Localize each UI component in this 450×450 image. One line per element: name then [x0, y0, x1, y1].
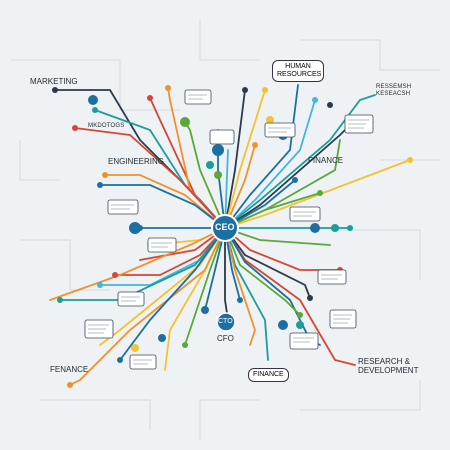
endpoint-dot	[52, 87, 58, 93]
endpoint-dot	[97, 282, 103, 288]
line-upper-left-5	[104, 174, 226, 229]
info-card	[289, 332, 319, 350]
endpoint-dot	[347, 225, 353, 231]
person-icon	[278, 320, 288, 330]
line-upper-left-4	[74, 127, 226, 229]
endpoint-dot	[117, 357, 123, 363]
line-left-9	[49, 227, 226, 301]
line-top-4	[224, 89, 266, 229]
person-icon	[310, 223, 320, 233]
info-card	[117, 291, 145, 307]
background-circuit	[10, 20, 440, 440]
endpoint-dot	[72, 125, 78, 131]
line-upper-right-6	[224, 179, 296, 229]
person-icon	[158, 334, 166, 342]
info-card	[184, 89, 212, 105]
line-right-4	[224, 227, 311, 299]
endpoint-dot	[242, 87, 248, 93]
info-card	[317, 269, 347, 285]
person-icon	[206, 161, 214, 169]
line-right-7	[224, 227, 301, 316]
info-card	[107, 199, 139, 215]
endpoint-dot	[237, 297, 243, 303]
person-icon	[129, 222, 141, 234]
person-icon	[201, 306, 209, 314]
marketing-label: MARKETING	[30, 77, 78, 86]
line-left-8	[69, 227, 226, 386]
line-bottom-2	[224, 227, 256, 346]
person-icon	[331, 224, 339, 232]
person-icon	[214, 171, 222, 179]
endpoint-dot	[317, 190, 323, 196]
line-upper-left-6	[99, 184, 226, 229]
human-resources-text: HUMAN RESOURCES	[277, 63, 322, 78]
endpoint-dot	[182, 342, 188, 348]
person-icon	[296, 321, 304, 329]
ceo-label: CEO	[215, 222, 235, 232]
line-left-4	[114, 227, 226, 276]
line-bottom-3	[224, 227, 241, 301]
line-top-5	[224, 144, 256, 229]
person-icon	[212, 144, 224, 156]
fenance-label: FENANCE	[50, 365, 89, 374]
line-upper-right-2	[224, 94, 376, 229]
endpoint-dot	[292, 177, 298, 183]
endpoint-dot	[312, 97, 318, 103]
research-dev-label: RESEARCH & DEVELOPMENT	[358, 357, 419, 375]
line-upper-right-7	[224, 192, 321, 229]
info-card	[264, 122, 296, 138]
person-icon	[252, 142, 258, 148]
line-bottom-5	[204, 227, 226, 311]
cfo-label: CFO	[217, 334, 234, 343]
finance-bottom-text: FINANCE	[253, 371, 284, 378]
cto-node	[216, 312, 236, 332]
endpoint-dot	[297, 312, 303, 318]
line-left-6	[59, 227, 226, 301]
card-text-lines	[88, 94, 369, 365]
icon-circles	[88, 95, 339, 352]
endpoint-dot	[307, 295, 313, 301]
person-icon	[180, 117, 190, 127]
info-card	[289, 206, 321, 222]
info-card	[129, 354, 157, 370]
endpoint-dot	[262, 87, 268, 93]
endpoint-dot	[57, 297, 63, 303]
info-card	[209, 129, 235, 145]
research-small-label: RESSEMSH	[376, 84, 412, 90]
ceo-node	[211, 214, 239, 242]
endpoint-dot	[97, 182, 103, 188]
line-hr	[224, 84, 299, 229]
line-bottom-6	[184, 227, 226, 346]
endpoint-dot	[407, 157, 413, 163]
line-left-10	[119, 227, 226, 361]
cto-label: CTO	[218, 318, 233, 325]
info-card	[147, 237, 177, 253]
marketing-sub-label: MKDOTOGS	[88, 123, 125, 129]
endpoint-dot	[92, 107, 98, 113]
endpoint-dot	[147, 95, 153, 101]
line-upper-right-5	[224, 159, 411, 229]
human-resources-label: HUMAN RESOURCES	[272, 60, 324, 82]
engineering-label: ENGINEERING	[108, 157, 165, 166]
person-icon	[131, 344, 139, 352]
person-icon	[266, 116, 274, 124]
research-small-label-2: KESEACSH	[376, 91, 411, 97]
line-upper-right-1	[224, 99, 316, 229]
endpoint-dot	[165, 85, 171, 91]
line-top-3	[224, 89, 246, 229]
endpoint-dot	[327, 102, 333, 108]
endpoint-dot	[67, 382, 73, 388]
finance-right-label: FINANCE	[308, 156, 344, 165]
endpoint-dot	[102, 172, 108, 178]
person-icon	[88, 95, 98, 105]
finance-bottom-label: FINANCE	[248, 368, 289, 382]
endpoint-dot	[112, 272, 118, 278]
